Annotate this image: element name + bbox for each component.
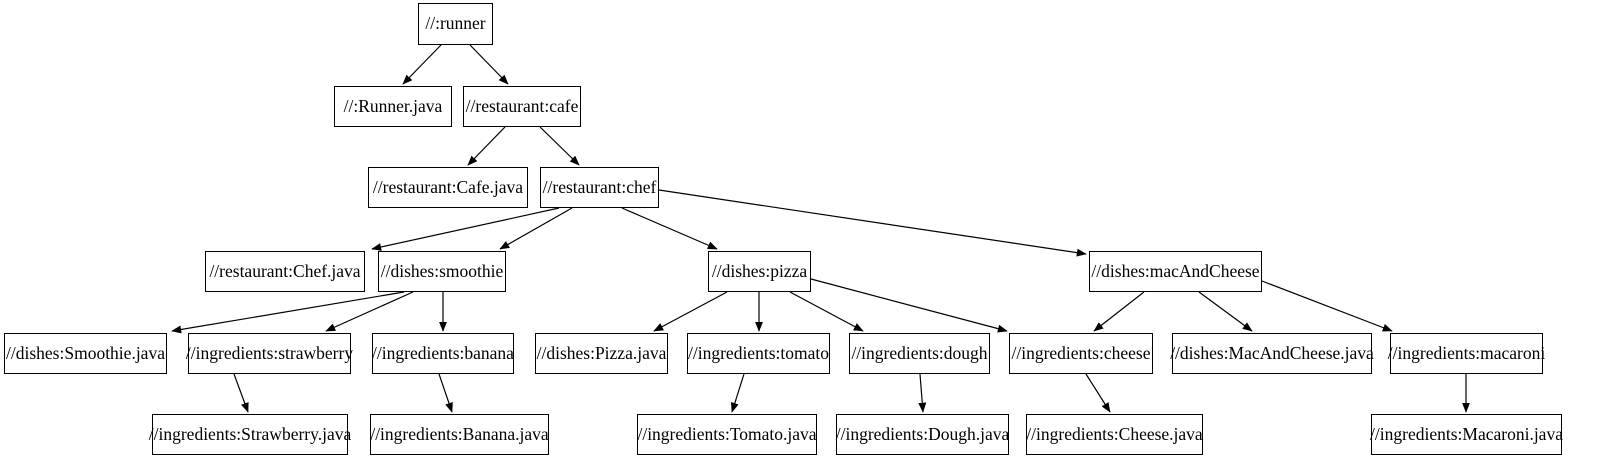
graph-node-label: //dishes:MacAndCheese.java: [1170, 342, 1374, 363]
graph-node-label: //ingredients:macaroni: [1387, 342, 1546, 363]
graph-node-banana_java[interactable]: //ingredients:Banana.java: [370, 414, 549, 455]
graph-node-label: //ingredients:strawberry: [185, 342, 354, 363]
graph-node-strawberry_java[interactable]: //ingredients:Strawberry.java: [148, 414, 352, 455]
graph-node-pizza_java[interactable]: //dishes:Pizza.java: [535, 333, 668, 374]
graph-node-label: //ingredients:Dough.java: [835, 423, 1010, 444]
graph-node-label: //ingredients:tomato: [688, 342, 829, 363]
graph-node-label: //ingredients:Banana.java: [370, 423, 549, 444]
graph-node-runner_java[interactable]: //:Runner.java: [334, 86, 452, 127]
graph-node-label: //ingredients:Cheese.java: [1026, 423, 1203, 444]
graph-node-label: //ingredients:cheese: [1011, 342, 1151, 363]
graph-node-ing_tomato[interactable]: //ingredients:tomato: [687, 333, 830, 374]
graph-node-label: //ingredients:dough: [851, 342, 988, 363]
graph-node-dishes_pizza[interactable]: //dishes:pizza: [708, 251, 811, 292]
graph-node-ing_strawberry[interactable]: //ingredients:strawberry: [185, 333, 354, 374]
graph-node-smoothie_java[interactable]: //dishes:Smoothie.java: [4, 333, 167, 374]
graph-node-cheese_java[interactable]: //ingredients:Cheese.java: [1026, 414, 1203, 455]
graph-node-label: //dishes:Pizza.java: [536, 342, 667, 363]
graph-node-label: //ingredients:Tomato.java: [637, 423, 817, 444]
graph-node-macandcheese_java[interactable]: //dishes:MacAndCheese.java: [1170, 333, 1374, 374]
graph-node-runner[interactable]: //:runner: [418, 3, 493, 45]
graph-node-label: //ingredients:Strawberry.java: [148, 423, 352, 444]
graph-node-label: //ingredients:Macaroni.java: [1370, 423, 1563, 444]
graph-node-label: //:runner: [425, 13, 486, 34]
graph-node-label: //restaurant:cafe: [465, 95, 579, 116]
graph-node-label: //restaurant:chef: [542, 176, 657, 197]
graph-node-label: //dishes:Smoothie.java: [6, 342, 165, 363]
graph-node-label: //dishes:pizza: [711, 260, 808, 281]
graph-node-label: //dishes:smoothie: [380, 260, 504, 281]
graph-node-macaroni_java[interactable]: //ingredients:Macaroni.java: [1370, 414, 1563, 455]
graph-node-dishes_macandchs[interactable]: //dishes:macAndCheese: [1089, 251, 1262, 292]
graph-node-ing_macaroni[interactable]: //ingredients:macaroni: [1387, 333, 1546, 374]
graph-node-ing_cheese[interactable]: //ingredients:cheese: [1009, 333, 1153, 374]
graph-node-dishes_smoothie[interactable]: //dishes:smoothie: [378, 251, 506, 292]
graph-node-restaurant_chef[interactable]: //restaurant:chef: [540, 167, 659, 208]
graph-node-label: //restaurant:Cafe.java: [372, 176, 524, 197]
graph-node-ing_banana[interactable]: //ingredients:banana: [372, 333, 514, 374]
graph-node-tomato_java[interactable]: //ingredients:Tomato.java: [637, 414, 817, 455]
graph-node-label: //dishes:macAndCheese: [1091, 260, 1260, 281]
graph-node-label: //ingredients:banana: [372, 342, 514, 363]
graph-node-ing_dough[interactable]: //ingredients:dough: [849, 333, 990, 374]
graph-node-label: //:Runner.java: [343, 95, 443, 116]
graph-node-dough_java[interactable]: //ingredients:Dough.java: [836, 414, 1009, 455]
graph-node-label: //restaurant:Chef.java: [209, 260, 361, 281]
graph-node-restaurant_cafe[interactable]: //restaurant:cafe: [463, 86, 581, 127]
graph-node-cafe_java[interactable]: //restaurant:Cafe.java: [368, 167, 528, 208]
graph-node-chef_java[interactable]: //restaurant:Chef.java: [205, 251, 365, 292]
